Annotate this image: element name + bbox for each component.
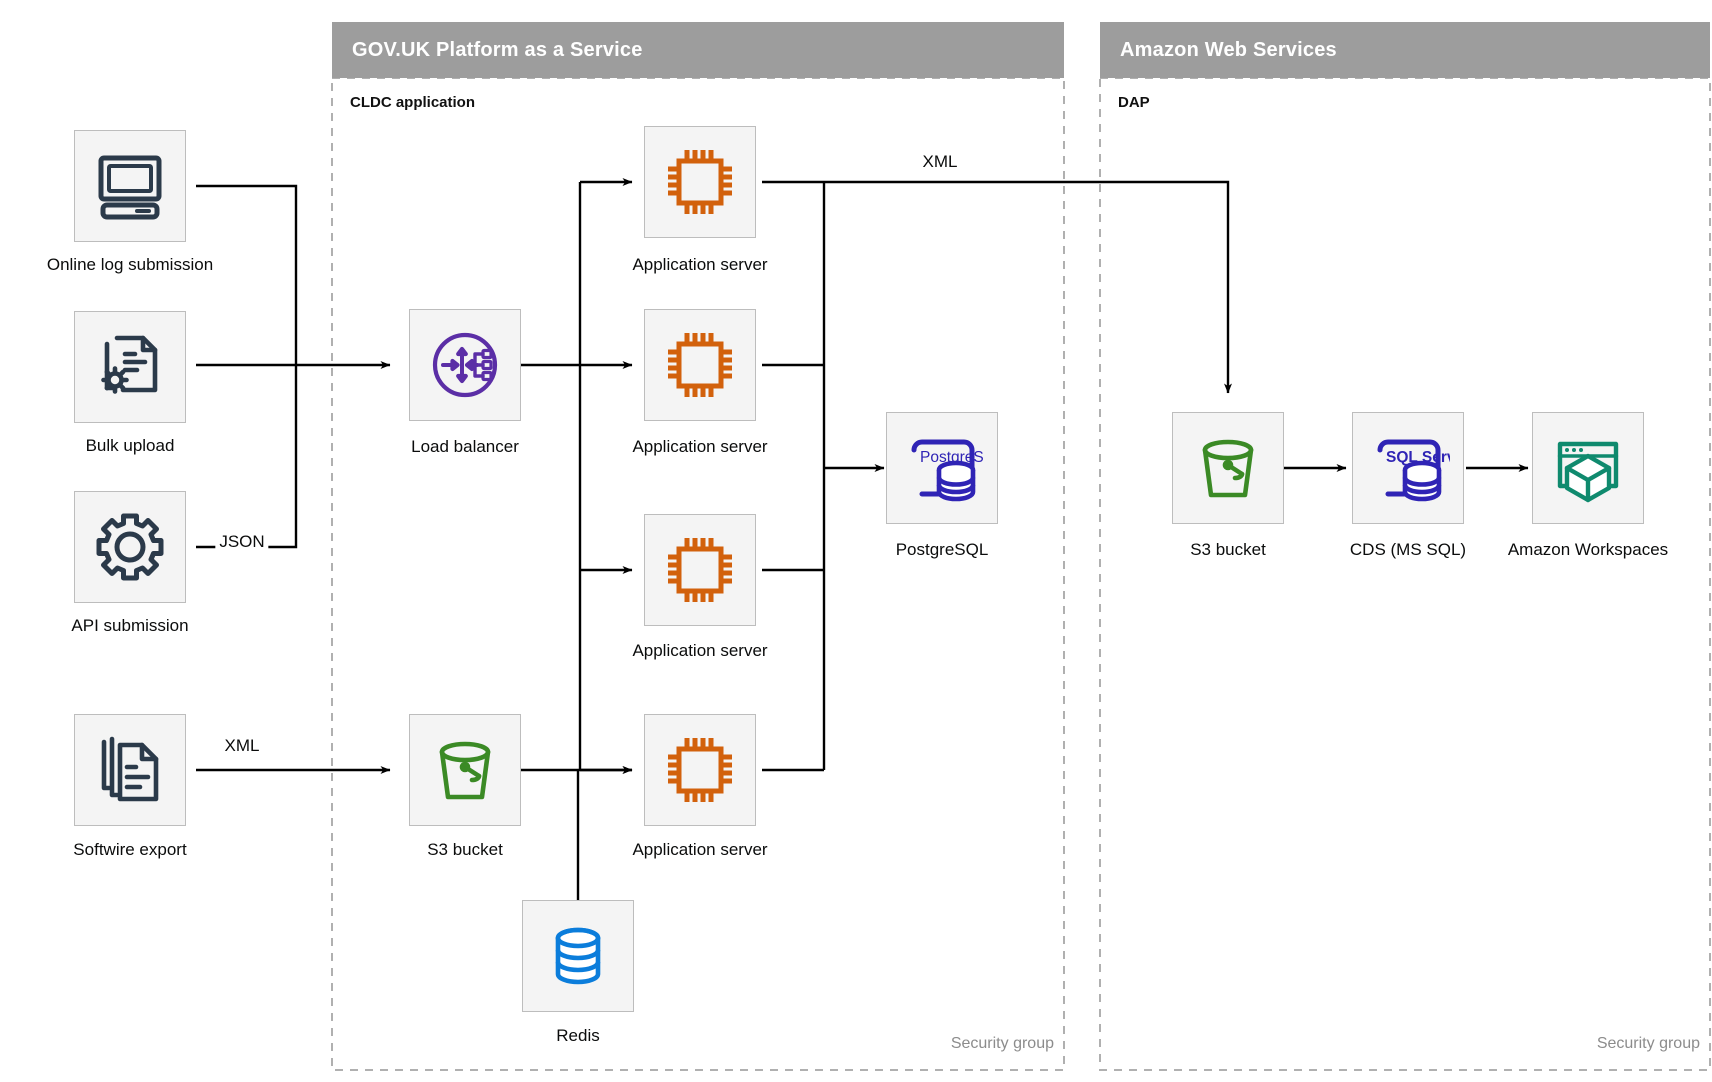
node-api-submission[interactable] xyxy=(74,491,186,603)
node-cds-ms-sql[interactable]: SQL Server xyxy=(1352,412,1464,524)
node-label-s3-bucket-aws: S3 bucket xyxy=(1190,540,1266,559)
node-label-cds-ms-sql: CDS (MS SQL) xyxy=(1349,540,1467,559)
node-softwire-export[interactable] xyxy=(74,714,186,826)
node-amazon-workspaces[interactable] xyxy=(1532,412,1644,524)
s3-bucket-icon xyxy=(1190,430,1266,506)
cpu-chip-icon xyxy=(662,144,738,220)
document-stack-icon xyxy=(93,733,167,807)
node-label-s3-bucket-paas: S3 bucket xyxy=(427,840,503,859)
node-label-api-submission: API submission xyxy=(71,616,189,635)
node-redis[interactable] xyxy=(522,900,634,1012)
redis-database-icon xyxy=(543,921,613,991)
node-postgresql[interactable]: PostgreSQL xyxy=(886,412,998,524)
security-group-label-paas: Security group xyxy=(950,1035,1054,1052)
edge-label-xml-export: XML xyxy=(918,152,962,172)
node-label-postgresql: PostgreSQL xyxy=(895,540,989,559)
node-app-server-2[interactable] xyxy=(644,309,756,421)
node-label-app-server-2: Application server xyxy=(632,437,768,456)
s3-bucket-icon xyxy=(427,732,503,808)
postgresql-badge-text: PostgreSQL xyxy=(920,449,984,466)
node-bulk-upload[interactable] xyxy=(74,311,186,423)
cpu-chip-icon xyxy=(662,532,738,608)
zone-title-paas: GOV.UK Platform as a Service xyxy=(352,38,643,61)
node-label-app-server-3: Application server xyxy=(632,641,768,660)
node-load-balancer[interactable] xyxy=(409,309,521,421)
node-label-load-balancer: Load balancer xyxy=(411,437,519,456)
node-app-server-3[interactable] xyxy=(644,514,756,626)
zone-header-aws: Amazon Web Services xyxy=(1100,22,1710,78)
zone-sublabel-dap: DAP xyxy=(1118,94,1150,111)
document-gear-icon xyxy=(93,330,167,404)
node-label-app-server-4: Application server xyxy=(632,840,768,859)
zone-header-paas: GOV.UK Platform as a Service xyxy=(332,22,1064,78)
zone-title-aws: Amazon Web Services xyxy=(1120,38,1337,61)
node-label-app-server-1: Application server xyxy=(632,255,768,274)
gear-icon xyxy=(93,510,167,584)
node-label-bulk-upload: Bulk upload xyxy=(85,436,175,455)
postgresql-icon: PostgreSQL xyxy=(900,426,984,510)
cpu-chip-icon xyxy=(662,327,738,403)
node-s3-bucket-paas[interactable] xyxy=(409,714,521,826)
node-label-redis: Redis xyxy=(556,1026,600,1045)
security-group-label-aws: Security group xyxy=(1596,1035,1700,1052)
zone-sublabel-cldc: CLDC application xyxy=(350,94,476,111)
desktop-computer-icon xyxy=(93,149,167,223)
load-balancer-icon xyxy=(425,325,505,405)
workspaces-cube-icon xyxy=(1550,430,1626,506)
cpu-chip-icon xyxy=(662,732,738,808)
node-label-softwire-export: Softwire export xyxy=(73,840,187,859)
edge-label-json: JSON xyxy=(215,532,269,552)
sql-server-icon: SQL Server xyxy=(1366,426,1450,510)
sql-server-badge-text: SQL Server xyxy=(1386,449,1450,466)
node-online-log-submission[interactable] xyxy=(74,130,186,242)
node-app-server-1[interactable] xyxy=(644,126,756,238)
edge-label-xml-source: XML xyxy=(220,736,264,756)
node-label-online-log-submission: Online log submission xyxy=(46,255,214,274)
node-app-server-4[interactable] xyxy=(644,714,756,826)
node-s3-bucket-aws[interactable] xyxy=(1172,412,1284,524)
node-label-amazon-workspaces: Amazon Workspaces xyxy=(1507,540,1669,559)
